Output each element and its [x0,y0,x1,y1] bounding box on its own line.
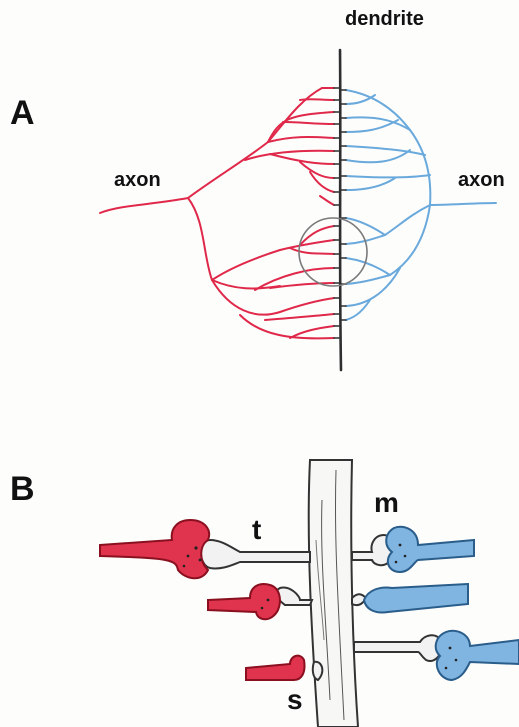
axon-left-label: axon [114,169,161,192]
stubby-spine-label: s [287,684,303,716]
panel-a-label: A [10,94,35,133]
axon-right-label: axon [458,169,505,192]
thin-spine-label: t [252,514,261,546]
dendrite-trunk [309,460,358,727]
panel-b-label: B [10,470,35,509]
dendrite-label: dendrite [345,8,424,31]
dendrite-shaft [334,50,346,370]
panel-a-arbors [100,50,496,370]
left-axon-boutons [100,520,305,680]
mushroom-spine-label: m [374,487,399,519]
panel-b-synapses [100,460,519,727]
right-axon-arbor [346,90,496,320]
left-axon-arbor [100,88,334,338]
